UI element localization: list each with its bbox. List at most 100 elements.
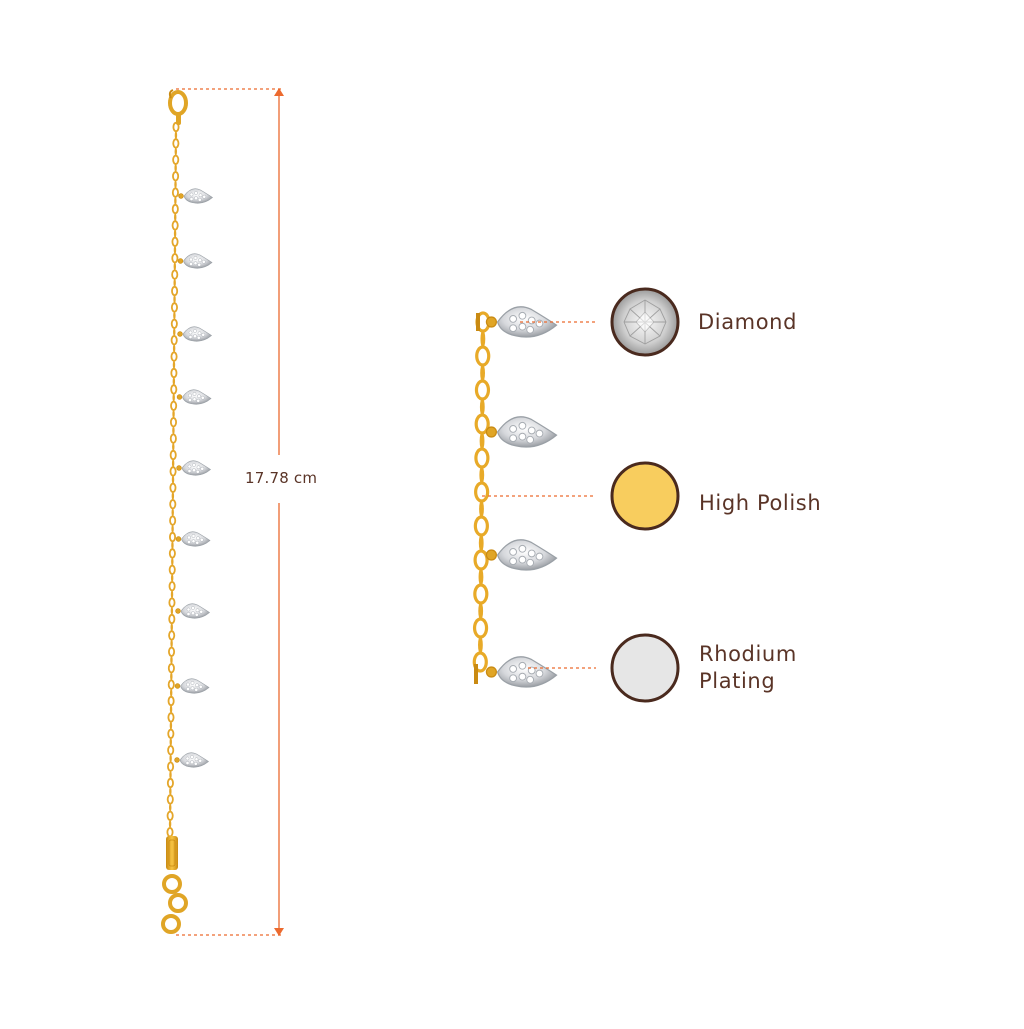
chain-link (168, 564, 176, 575)
chain-link (174, 163, 177, 173)
chain-link (478, 636, 483, 654)
zoomed-bracelet-section (472, 306, 596, 688)
chain-link (170, 318, 178, 329)
chain-link (166, 794, 174, 805)
chain-link (170, 672, 173, 681)
chain-link (169, 721, 173, 730)
chain-link (474, 379, 491, 401)
diamond-leaf-charm-icon (174, 752, 210, 768)
chain-link (172, 393, 175, 402)
chain-link (170, 367, 178, 379)
high-polish-swatch-icon (610, 461, 680, 531)
chain-link (172, 171, 180, 182)
chain-link (479, 466, 485, 484)
chain-link (169, 787, 172, 796)
chain-link (171, 475, 175, 484)
chain-link (170, 335, 178, 346)
chain-link (168, 597, 176, 608)
chain-link (167, 712, 175, 723)
chain-link (478, 602, 484, 620)
chain-link (167, 679, 175, 690)
chain-link (171, 491, 175, 501)
end-rings-icon (161, 874, 188, 934)
rhodium-plating-label-line2: Plating (699, 669, 776, 693)
chain-link (167, 663, 175, 674)
diamond-swatch-icon (610, 287, 680, 357)
chain-link (472, 617, 489, 639)
chain-link (171, 236, 179, 247)
left-chain (166, 121, 180, 838)
chain-link (172, 360, 176, 369)
chain-link (168, 646, 176, 657)
chain-link (478, 568, 484, 586)
zoom-callout-lines (482, 321, 596, 669)
chain-link (174, 180, 177, 189)
chain-link (170, 623, 173, 632)
chain-link (173, 311, 176, 320)
measurement-guides (176, 88, 284, 936)
chain-link (173, 245, 177, 255)
lobster-clasp-icon (168, 89, 188, 125)
chain-link (173, 262, 177, 271)
chain-link (172, 344, 176, 353)
chain-link (166, 827, 174, 838)
arrow-down-icon (274, 928, 284, 936)
chain-link (171, 557, 174, 566)
chain-link (473, 515, 489, 537)
zoom-chain (472, 311, 491, 684)
extension-tag-icon (166, 836, 178, 870)
chain-link (169, 433, 177, 444)
chain-link (169, 482, 177, 493)
diamond-leaf-charm-icon (176, 460, 212, 476)
chain-link (170, 384, 178, 395)
chain-link (170, 606, 174, 615)
chain-link (167, 728, 175, 739)
chain-link (479, 500, 484, 518)
chain-link (480, 330, 486, 348)
chain-link (169, 466, 177, 477)
diamond-leaf-charm-icon (485, 539, 558, 571)
chain-link (172, 154, 180, 165)
left-charms (174, 188, 214, 768)
chain-link (167, 695, 175, 707)
diamond-leaf-charm-icon (175, 603, 211, 619)
chain-link (170, 302, 178, 313)
chain-link (169, 705, 173, 714)
chain-link (174, 196, 177, 205)
chain-link (171, 187, 179, 198)
chain-link (170, 351, 178, 362)
chain-link (170, 655, 173, 665)
chain-link (174, 131, 178, 140)
chain-link (479, 432, 485, 450)
material-swatches (610, 287, 680, 703)
chain-link (166, 810, 174, 821)
chain-link (173, 295, 176, 304)
diamond-label: Diamond (698, 310, 798, 334)
chain-link (170, 639, 173, 648)
chain-link (173, 327, 176, 337)
chain-link (170, 573, 174, 583)
diamond-leaf-charm-icon (177, 253, 213, 269)
chain-link (168, 819, 172, 829)
chain-link (171, 285, 179, 297)
chain-link (169, 737, 172, 747)
chain-link (474, 447, 490, 469)
high-polish-label: High Polish (699, 491, 822, 515)
chain-link (474, 481, 490, 503)
chain-link (169, 770, 172, 779)
chain-link (172, 377, 176, 386)
chain-link (169, 531, 177, 543)
diamond-leaf-charm-icon (178, 188, 214, 204)
chain-link (171, 203, 179, 215)
rhodium-plating-label-line1: Rhodium (699, 642, 797, 666)
chain-link (171, 269, 179, 280)
diamond-leaf-charm-icon (485, 416, 558, 448)
chain-link (171, 459, 175, 468)
chain-link (473, 549, 489, 571)
chain-link (174, 213, 177, 222)
chain-link (172, 409, 175, 419)
chain-link (171, 220, 179, 231)
chain-link (166, 777, 174, 789)
chain-link (472, 651, 488, 673)
